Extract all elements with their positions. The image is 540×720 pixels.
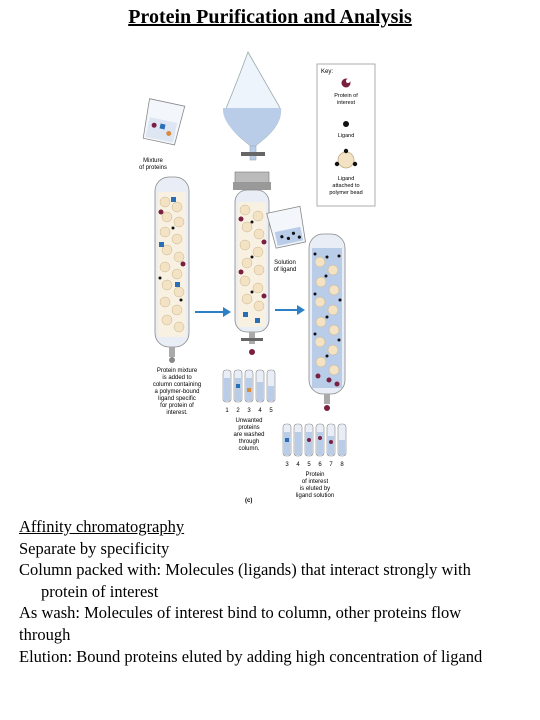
tube-5-number: 5 <box>269 408 273 414</box>
panel-label: (c) <box>245 498 252 504</box>
tube-4b-number: 4 <box>296 462 300 468</box>
body-line-2b: protein of interest <box>41 581 159 601</box>
tube-3b-number: 3 <box>285 462 289 468</box>
key-bead-label-1: Ligand <box>338 176 355 182</box>
caption-3-line-2: of interest <box>302 479 329 485</box>
tube-6b-number: 6 <box>318 462 322 468</box>
arrow-2 <box>275 305 305 315</box>
beaker-ligand <box>266 205 306 249</box>
key-box: Key: Protein of interest Ligand Ligand a… <box>316 63 376 207</box>
column-3 <box>308 233 346 411</box>
caption-3-line-4: ligand solution <box>296 493 334 499</box>
tube-2-number: 2 <box>236 408 240 414</box>
key-bead-label-2: attached to <box>332 183 359 189</box>
key-protein-icon <box>341 78 351 88</box>
body-line-3a: As wash: Molecules of interest bind to c… <box>19 603 462 623</box>
tube-4-number: 4 <box>258 408 262 414</box>
tube-5b-number: 5 <box>307 462 311 468</box>
tube-8b-number: 8 <box>340 462 344 468</box>
affinity-chromatography-figure: Key: Protein of interest Ligand Ligand a… <box>139 51 376 504</box>
page-title: Protein Purification and Analysis <box>128 6 412 28</box>
beaker-ligand-label-2: of ligand <box>274 267 297 273</box>
caption-1-line-4: a polymer-bound <box>154 389 199 395</box>
arrow-1 <box>195 307 231 317</box>
caption-3-line-3: is eluted by <box>300 486 330 492</box>
body-line-1: Separate by specificity <box>19 538 170 558</box>
key-protein-label-2: interest <box>337 100 356 106</box>
caption-1-line-6: for protein of <box>160 403 194 409</box>
beaker-mixture-label-1: Mixture <box>143 158 163 164</box>
body-line-4: Elution: Bound proteins eluted by adding… <box>19 646 483 666</box>
caption-2-line-2: proteins <box>238 425 259 431</box>
tube-1-number: 1 <box>225 408 229 414</box>
beaker-ligand-label-1: Solution <box>274 260 296 266</box>
beaker-mixture-label-2: of proteins <box>139 165 167 171</box>
body-line-3b: through <box>19 624 71 644</box>
column-1 <box>154 176 190 363</box>
caption-3-line-1: Protein <box>305 472 324 478</box>
key-ligand-icon <box>343 121 349 127</box>
key-ligand-bead-icon <box>334 148 358 169</box>
key-ligand-label: Ligand <box>338 133 355 139</box>
beaker-mixture <box>142 98 186 146</box>
caption-1-line-2: is added to <box>162 375 192 381</box>
key-protein-label-1: Protein of <box>334 93 358 99</box>
caption-1-line-7: interest. <box>166 410 188 416</box>
caption-2-line-4: through <box>239 439 259 445</box>
caption-2-line-5: column. <box>238 446 259 452</box>
caption-1-line-3: column containing <box>153 382 201 388</box>
key-bead-label-3: polymer bead <box>329 190 362 196</box>
caption-1-line-5: ligand specific <box>158 396 196 402</box>
section-heading: Affinity chromatography <box>19 517 185 536</box>
tube-7b-number: 7 <box>329 462 333 468</box>
body-text: Affinity chromatography Separate by spec… <box>19 516 534 667</box>
caption-2-line-3: are washed <box>233 432 264 438</box>
tube-3-number: 3 <box>247 408 251 414</box>
test-tubes-1 <box>222 369 276 403</box>
caption-1-line-1: Protein mixture <box>157 368 198 374</box>
column-2 <box>233 171 271 355</box>
separatory-funnel <box>222 51 282 161</box>
body-line-2a: Column packed with: Molecules (ligands) … <box>19 560 471 580</box>
caption-2-line-1: Unwanted <box>235 418 262 424</box>
test-tubes-2 <box>282 423 347 457</box>
key-heading: Key: <box>321 69 333 75</box>
